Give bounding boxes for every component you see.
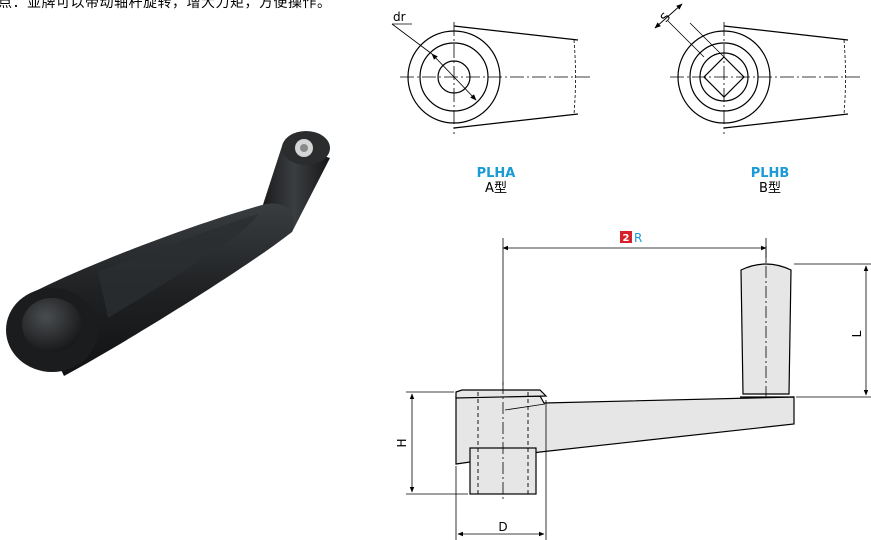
plhb-type: B型: [759, 181, 781, 196]
dim-r: [502, 238, 767, 385]
r-label: R: [634, 231, 642, 245]
dim-h: [406, 391, 468, 495]
plha-code: PLHA: [477, 166, 516, 181]
dim-s-label: S: [658, 10, 674, 25]
dim-dr-label: dr: [393, 10, 406, 24]
crank-handle-photo: [6, 131, 330, 376]
d-label: D: [498, 520, 507, 534]
end-view-a: [391, 22, 590, 134]
end-view-b: [654, 3, 860, 134]
plhb-code: PLHB: [751, 166, 790, 181]
r-badge: [620, 231, 632, 243]
l-label: L: [850, 330, 864, 337]
side-view: [455, 246, 795, 500]
intro-text: 点：並牌可以带动轴杆旋转，增大力矩，方便操作。: [0, 0, 332, 11]
h-label: H: [395, 438, 409, 447]
r-badge-number: 2: [623, 233, 630, 244]
dim-d: [455, 400, 547, 540]
plha-type: A型: [485, 181, 507, 196]
dim-l: [794, 263, 871, 398]
